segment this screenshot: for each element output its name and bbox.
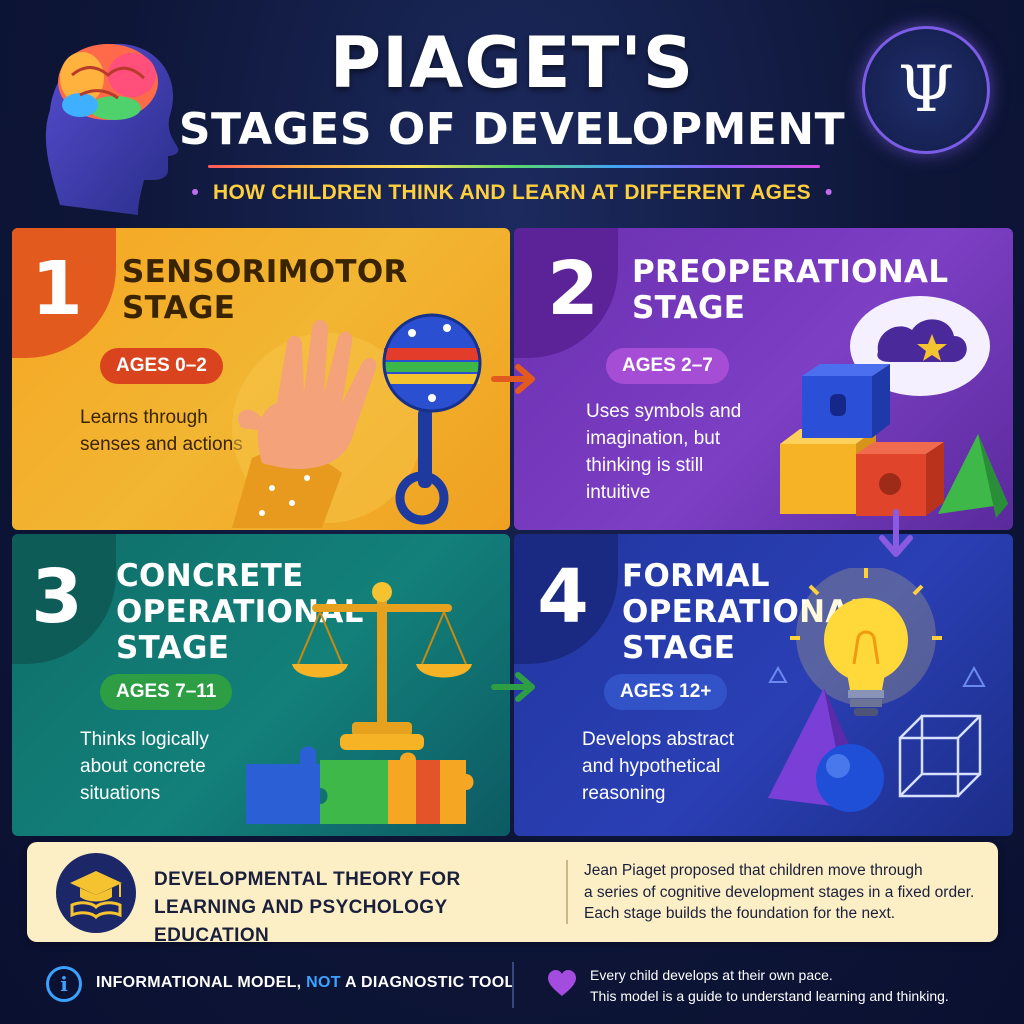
arrow-down-icon [879, 509, 913, 557]
stage-number: 2 [547, 246, 599, 332]
disclaimer-part: INFORMATIONAL MODEL, [96, 974, 307, 991]
band-text-line: a series of cognitive development stages… [584, 883, 975, 901]
footer-divider [512, 962, 514, 1008]
arrow-right-icon [491, 672, 535, 702]
stage-title-line: STAGE [622, 630, 736, 666]
band-divider [566, 860, 568, 924]
description-line: about concrete [80, 756, 206, 777]
footer-note-line: Every child develops at their own pace. [590, 967, 833, 983]
age-badge: AGES 2–7 [606, 348, 729, 384]
stage-title-line: PREOPERATIONAL [632, 254, 949, 290]
footer-note: Every child develops at their own pace. … [590, 965, 949, 1007]
band-text-line: Each stage builds the foundation for the… [584, 905, 896, 922]
description-line: Learns through [80, 407, 208, 428]
band-text-line: Jean Piaget proposed that children move … [584, 862, 923, 879]
page-subtitle: STAGES OF DEVELOPMENT [178, 104, 846, 155]
description-line: Thinks logically [80, 729, 209, 750]
bullet-dot: • [191, 181, 200, 204]
band-title-line: DEVELOPMENTAL THEORY FOR [154, 869, 461, 890]
stage-number: 3 [31, 554, 83, 640]
stage-title: CONCRETE OPERATIONAL STAGE [116, 558, 364, 666]
info-band [27, 842, 998, 942]
stage-title-line: STAGE [122, 290, 236, 326]
band-title-line: LEARNING AND PSYCHOLOGY EDUCATION [154, 897, 448, 946]
heart-icon [548, 970, 576, 996]
stage-description: Thinks logically about concrete situatio… [80, 726, 209, 807]
baby-hand-rattle-illustration [232, 313, 482, 528]
info-icon: i [46, 966, 82, 1002]
rainbow-divider [208, 165, 820, 168]
graduation-cap-book-icon [56, 853, 136, 933]
age-badge: AGES 0–2 [100, 348, 223, 384]
stage-title-line: STAGE [632, 290, 746, 326]
stage-title-line: STAGE [116, 630, 230, 666]
band-description: Jean Piaget proposed that children move … [584, 860, 989, 925]
stage-title-line: FORMAL [622, 558, 770, 594]
description-line: senses and actions [80, 434, 243, 455]
stage-description: Learns through senses and actions [80, 404, 243, 458]
stage-description: Develops abstract and hypothetical reaso… [582, 726, 734, 807]
stage-card-sensorimotor: 1 SENSORIMOTOR STAGE AGES 0–2 Learns thr… [12, 228, 510, 530]
description-line: situations [80, 783, 161, 804]
age-badge: AGES 12+ [604, 674, 728, 710]
balance-scale-puzzle-illustration [246, 582, 474, 824]
description-line: Uses symbols and [586, 401, 742, 422]
stage-title-line: CONCRETE [116, 558, 304, 594]
age-badge: AGES 7–11 [100, 674, 233, 710]
footer-note-line: This model is a guide to understand lear… [590, 988, 949, 1004]
stage-card-formal-operational: 4 FORMAL OPERATIONAL STAGE AGES 12+ Deve… [514, 534, 1013, 836]
band-title: DEVELOPMENTAL THEORY FOR LEARNING AND PS… [154, 866, 554, 950]
psychology-psi-icon [862, 26, 990, 154]
stage-number: 1 [31, 246, 83, 332]
lightbulb-geometry-illustration [768, 568, 986, 812]
stage-title: PREOPERATIONAL STAGE [632, 254, 948, 326]
description-line: thinking is still [586, 455, 704, 476]
page-title: PIAGET'S [329, 22, 695, 104]
description-line: reasoning [582, 783, 666, 804]
arrow-right-icon [491, 364, 535, 394]
psi-symbol: Ψ [897, 53, 955, 127]
tagline-text: HOW CHILDREN THINK AND LEARN AT DIFFEREN… [213, 181, 811, 204]
disclaimer-highlight: NOT [306, 974, 341, 991]
description-line: Develops abstract [582, 729, 735, 750]
disclaimer-part: A DIAGNOSTIC TOOL [340, 974, 515, 991]
stage-title-line: SENSORIMOTOR [122, 254, 408, 290]
tagline: • HOW CHILDREN THINK AND LEARN AT DIFFERE… [0, 181, 1024, 205]
disclaimer-text: INFORMATIONAL MODEL, NOT A DIAGNOSTIC TO… [96, 974, 515, 992]
child-head-brain-icon [45, 43, 179, 215]
description-line: imagination, but [586, 428, 721, 449]
toy-blocks-thought-bubble-illustration [780, 296, 1008, 518]
stage-title: SENSORIMOTOR STAGE [122, 254, 408, 326]
stage-description: Uses symbols and imagination, but thinki… [586, 398, 741, 506]
stage-card-concrete-operational: 3 CONCRETE OPERATIONAL STAGE AGES 7–11 T… [12, 534, 510, 836]
description-line: intuitive [586, 482, 651, 503]
stage-number: 4 [537, 554, 589, 640]
bullet-dot: • [824, 181, 833, 204]
stage-card-preoperational: 2 PREOPERATIONAL STAGE AGES 2–7 Uses sym… [514, 228, 1013, 530]
description-line: and hypothetical [582, 756, 721, 777]
